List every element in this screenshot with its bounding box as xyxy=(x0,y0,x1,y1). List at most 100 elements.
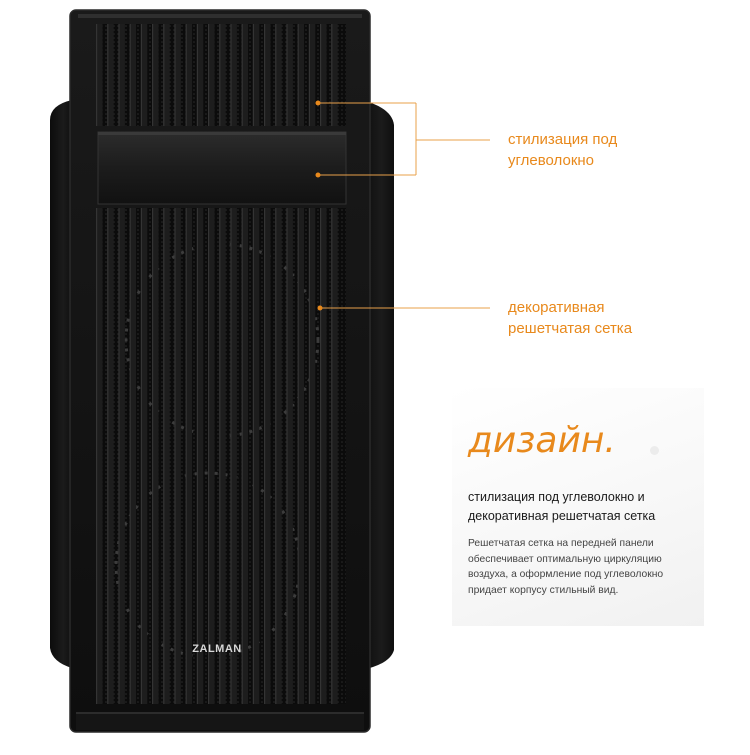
vent-slat xyxy=(196,24,204,126)
vent-slat-highlight xyxy=(174,24,176,126)
case-left-side xyxy=(50,100,72,668)
vent-slat xyxy=(230,208,237,704)
vent-slat xyxy=(118,24,125,126)
vent-slat xyxy=(252,208,260,704)
vent-slat-highlight xyxy=(107,24,109,126)
vent-slat xyxy=(297,208,305,704)
vent-slat-highlight xyxy=(163,208,165,704)
vent-slat-highlight xyxy=(140,24,142,126)
vent-slat xyxy=(129,24,137,126)
vent-slat xyxy=(208,208,215,704)
vent-slat-highlight xyxy=(297,208,299,704)
vent-slat xyxy=(118,208,125,704)
vent-slat xyxy=(241,208,249,704)
vent-slat-highlight xyxy=(219,208,221,704)
vent-slat xyxy=(219,208,226,704)
vent-slat xyxy=(320,24,327,126)
vent-slat-highlight xyxy=(308,208,310,704)
vent-slat xyxy=(196,208,204,704)
callout-dot-carbon-2 xyxy=(315,172,321,178)
vent-slat-highlight xyxy=(264,24,266,126)
vent-slat xyxy=(107,208,114,704)
vent-slat xyxy=(297,24,305,126)
vent-slat-highlight xyxy=(331,24,333,126)
brand-logo: ZALMAN xyxy=(192,643,241,655)
carbon-fiber-strip xyxy=(97,131,347,205)
vent-slat-highlight xyxy=(152,208,154,704)
vent-slat-highlight xyxy=(96,24,98,126)
vent-slat xyxy=(219,24,226,126)
vent-slat-highlight xyxy=(129,208,131,704)
vent-slat xyxy=(230,24,237,126)
vent-slat xyxy=(320,208,327,704)
vent-slat xyxy=(275,208,282,704)
vent-slat-highlight xyxy=(230,24,232,126)
design-subtitle: стилизация под углеволокно и декоративна… xyxy=(468,490,656,523)
vent-slat xyxy=(264,24,271,126)
case-base xyxy=(76,712,364,730)
vent-slat-highlight xyxy=(320,208,322,704)
vent-slat-highlight xyxy=(196,208,198,704)
design-description: Решетчатая сетка на передней панели обес… xyxy=(468,538,664,596)
vent-slat-highlight xyxy=(241,24,243,126)
vent-slat-highlight xyxy=(118,208,120,704)
vent-slat xyxy=(241,24,249,126)
vent-slat xyxy=(107,24,114,126)
decorative-dot xyxy=(650,446,659,455)
vent-slat xyxy=(152,24,159,126)
callout-label-carbon: стилизация под углеволокно xyxy=(508,131,618,169)
vent-slat xyxy=(208,24,215,126)
lower-vent-slats xyxy=(96,208,338,704)
vent-slat-highlight xyxy=(185,24,187,126)
vent-slat-highlight xyxy=(297,24,299,126)
vent-slat xyxy=(252,24,260,126)
vent-slat-highlight xyxy=(96,208,98,704)
vent-slat-highlight xyxy=(174,208,176,704)
vent-slat-highlight xyxy=(230,208,232,704)
vent-slat-highlight xyxy=(219,24,221,126)
vent-slat-highlight xyxy=(275,24,277,126)
vent-slat xyxy=(163,24,170,126)
callout-bracket-carbon xyxy=(320,102,490,176)
vent-slat-highlight xyxy=(163,24,165,126)
vent-slat-highlight xyxy=(140,208,142,704)
callout-dot-mesh xyxy=(317,305,323,311)
vent-slat xyxy=(286,24,293,126)
vent-slat-highlight xyxy=(107,208,109,704)
callout-label-mesh: декоративная решетчатая сетка xyxy=(508,299,633,337)
vent-slat xyxy=(185,24,193,126)
vent-slat xyxy=(286,208,293,704)
vent-slat-highlight xyxy=(275,208,277,704)
vent-slat xyxy=(174,208,181,704)
callout-dot-carbon-1 xyxy=(315,100,321,106)
vent-slat xyxy=(152,208,159,704)
vent-slat-highlight xyxy=(308,24,310,126)
vent-slat-highlight xyxy=(252,208,254,704)
vent-slat-highlight xyxy=(129,24,131,126)
vent-slat-highlight xyxy=(320,24,322,126)
upper-vent-slats xyxy=(96,24,338,126)
vent-slat-highlight xyxy=(286,24,288,126)
vent-slat-highlight xyxy=(118,24,120,126)
design-heading: дизайн. xyxy=(468,420,616,461)
vent-slat xyxy=(308,208,316,704)
vent-slat-highlight xyxy=(331,208,333,704)
vent-slat xyxy=(264,208,271,704)
vent-slat xyxy=(96,24,103,126)
vent-slat xyxy=(174,24,181,126)
vent-slat xyxy=(96,208,103,704)
vent-slat-highlight xyxy=(152,24,154,126)
vent-slat xyxy=(308,24,316,126)
design-info-panel xyxy=(452,388,704,626)
vent-slat xyxy=(185,208,193,704)
vent-slat-highlight xyxy=(252,24,254,126)
vent-slat-highlight xyxy=(286,208,288,704)
vent-slat-highlight xyxy=(196,24,198,126)
vent-slat-highlight xyxy=(241,208,243,704)
vent-slat xyxy=(331,24,338,126)
vent-slat xyxy=(140,208,148,704)
vent-slat-highlight xyxy=(208,208,210,704)
vent-slat xyxy=(275,24,282,126)
